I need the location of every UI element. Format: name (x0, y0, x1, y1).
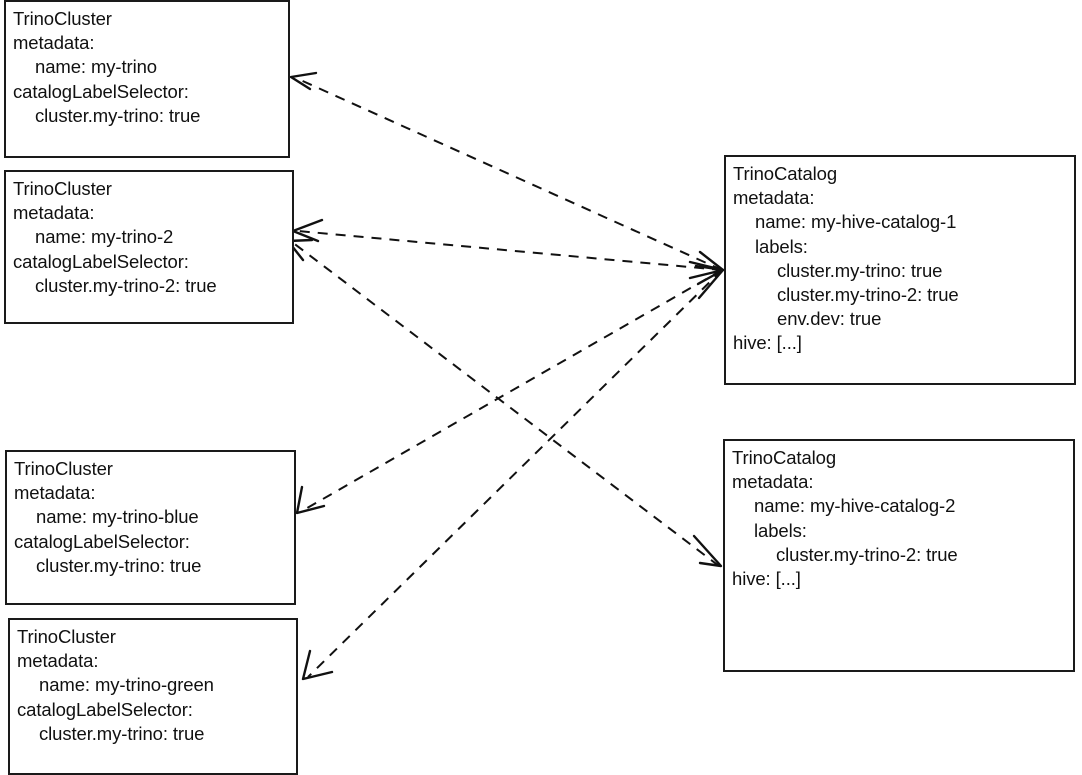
edge-convergence-fan-catalog1 (688, 250, 725, 300)
code-line: cluster.my-trino-2: true (777, 284, 959, 306)
code-line: metadata: (14, 482, 96, 504)
code-line: name: my-hive-catalog-2 (754, 495, 956, 517)
code-line: name: my-hive-catalog-1 (755, 211, 957, 233)
code-line: catalogLabelSelector: (14, 530, 190, 552)
code-line: name: my-trino-blue (36, 506, 199, 528)
node-trinocatalog-my-hive-catalog-2[interactable]: TrinoCatalog metadata: name: my-hive-cat… (723, 439, 1075, 672)
code-line: catalogLabelSelector: (13, 250, 189, 272)
edge-catalog1-to-my-trino-green (301, 269, 723, 681)
node-trinocluster-my-trino-green[interactable]: TrinoCluster metadata: name: my-trino-gr… (8, 618, 298, 775)
node-body: TrinoCluster metadata: name: my-trino-2 … (13, 177, 288, 298)
code-line: cluster.my-trino-2: true (35, 274, 217, 296)
code-line: name: my-trino-green (39, 674, 214, 696)
code-line: TrinoCluster (13, 178, 112, 199)
code-line: hive: [...] (732, 568, 801, 590)
node-body: TrinoCluster metadata: name: my-trino-bl… (14, 457, 290, 578)
edge-catalog2-to-my-trino-2 (286, 238, 720, 567)
code-line: catalogLabelSelector: (13, 80, 189, 102)
code-line: cluster.my-trino-2: true (776, 543, 958, 565)
code-line: labels: (754, 519, 807, 541)
code-line: TrinoCluster (13, 8, 112, 29)
edge-catalog1-to-my-trino-2 (291, 218, 723, 271)
edge-catalog1-to-my-trino-blue (295, 269, 723, 515)
edge-arrowhead-catalog2 (692, 534, 723, 568)
node-body: TrinoCatalog metadata: name: my-hive-cat… (732, 446, 1069, 591)
code-line: metadata: (732, 471, 814, 493)
node-trinocluster-my-trino-2[interactable]: TrinoCluster metadata: name: my-trino-2 … (4, 170, 294, 324)
code-line: hive: [...] (733, 332, 802, 354)
node-trinocatalog-my-hive-catalog-1[interactable]: TrinoCatalog metadata: name: my-hive-cat… (724, 155, 1076, 385)
code-line: cluster.my-trino: true (39, 722, 205, 744)
node-trinocluster-my-trino[interactable]: TrinoCluster metadata: name: my-trino ca… (4, 0, 290, 158)
code-line: labels: (755, 235, 808, 257)
code-line: catalogLabelSelector: (17, 698, 193, 720)
code-line: metadata: (13, 32, 95, 54)
code-line: cluster.my-trino: true (36, 554, 202, 576)
edge-catalog1-to-my-trino (289, 71, 723, 271)
code-line: metadata: (733, 187, 815, 209)
code-line: cluster.my-trino: true (35, 104, 201, 126)
code-line: name: my-trino (35, 56, 157, 78)
code-line: TrinoCluster (14, 458, 113, 479)
code-line: metadata: (17, 650, 99, 672)
code-line: TrinoCluster (17, 626, 116, 647)
code-line: env.dev: true (777, 308, 882, 330)
code-line: cluster.my-trino: true (777, 259, 943, 281)
code-line: metadata: (13, 202, 95, 224)
node-body: TrinoCluster metadata: name: my-trino-gr… (17, 625, 292, 746)
node-trinocluster-my-trino-blue[interactable]: TrinoCluster metadata: name: my-trino-bl… (5, 450, 296, 605)
node-body: TrinoCatalog metadata: name: my-hive-cat… (733, 162, 1070, 356)
node-body: TrinoCluster metadata: name: my-trino ca… (13, 7, 284, 128)
code-line: name: my-trino-2 (35, 226, 174, 248)
code-line: TrinoCatalog (732, 447, 837, 468)
code-line: TrinoCatalog (733, 163, 838, 184)
